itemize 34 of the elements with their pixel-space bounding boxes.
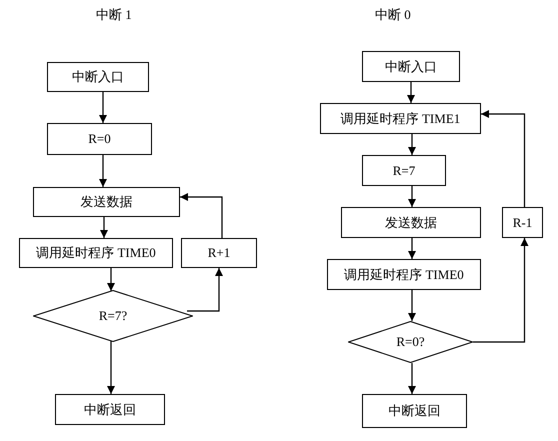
arrow	[107, 268, 115, 291]
process-box: 调用延时程序 TIME0	[327, 259, 481, 290]
process-box: R=7	[362, 155, 446, 186]
node-text: R=0?	[396, 334, 425, 350]
arrow	[481, 110, 526, 207]
decision-diamond	[348, 321, 473, 363]
process-box: 中断入口	[362, 51, 460, 82]
arrow	[187, 268, 223, 312]
process-box: 发送数据	[341, 207, 481, 238]
arrow	[100, 217, 108, 238]
process-box: R=0	[47, 123, 152, 155]
arrow	[408, 186, 416, 207]
arrow	[407, 82, 415, 103]
node-text: R=7?	[98, 308, 128, 324]
arrow	[107, 341, 115, 394]
arrow	[408, 238, 416, 259]
chart-title: 中断 1	[96, 6, 132, 24]
arrow	[99, 155, 107, 187]
chart-title: 中断 0	[375, 6, 411, 24]
arrow	[408, 363, 416, 394]
arrow	[473, 238, 528, 343]
process-box: 中断返回	[362, 394, 467, 428]
process-box: 调用延时程序 TIME1	[320, 103, 481, 134]
arrow	[99, 92, 107, 123]
decision-diamond	[33, 290, 193, 342]
process-box: 调用延时程序 TIME0	[19, 238, 173, 268]
process-box: 发送数据	[33, 187, 180, 217]
arrow	[408, 290, 416, 321]
arrow	[408, 134, 416, 155]
process-box: 中断入口	[47, 62, 149, 92]
arrow	[180, 193, 223, 238]
process-box: R-1	[502, 207, 543, 238]
process-box: R+1	[181, 238, 257, 268]
process-box: 中断返回	[55, 394, 165, 425]
